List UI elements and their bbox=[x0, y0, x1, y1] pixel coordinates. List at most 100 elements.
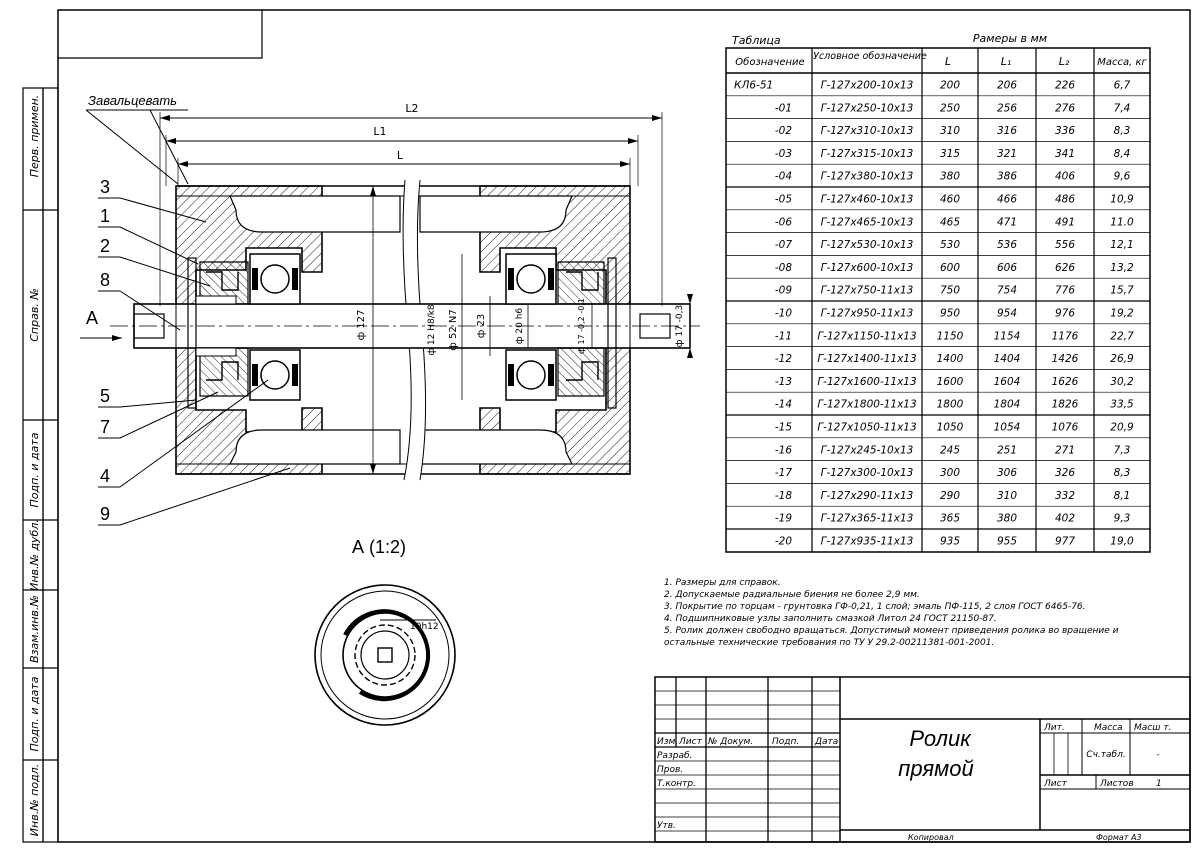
title-col-header: Подп. bbox=[772, 737, 799, 747]
dim-l1-label: L1 bbox=[373, 125, 386, 138]
title-col-header: Дата bbox=[814, 737, 838, 747]
table-cell: 1826 bbox=[1052, 399, 1079, 411]
table-cell: 336 bbox=[1055, 125, 1075, 137]
table-cell: 626 bbox=[1055, 262, 1075, 274]
roller-section-view: Завальцевать L2 L1 L ф 127 ф 1 bbox=[80, 93, 700, 526]
dia-12-label: ф 12 H8/k8 bbox=[427, 304, 437, 356]
side-stamp-label: Перв. примен. bbox=[28, 95, 41, 178]
table-cell: 332 bbox=[1055, 490, 1075, 502]
title-row-label: Пров. bbox=[657, 765, 683, 775]
table-cell: -08 bbox=[775, 262, 792, 274]
position-number: 1 bbox=[100, 206, 110, 226]
table-cell: 491 bbox=[1055, 216, 1075, 228]
position-number: 7 bbox=[100, 417, 110, 437]
table-cell: 271 bbox=[1055, 444, 1075, 456]
table-cell: Г-127x310-10x13 bbox=[821, 125, 914, 137]
table-cell: 7,3 bbox=[1114, 444, 1131, 456]
table-cell: -16 bbox=[775, 444, 792, 456]
title-row-label: Т.контр. bbox=[657, 779, 696, 789]
table-cell: 11.0 bbox=[1110, 216, 1134, 228]
table-cell: 1154 bbox=[994, 330, 1021, 342]
table-cell: -11 bbox=[775, 330, 792, 342]
table-cell: -14 bbox=[775, 399, 792, 411]
table-cell: КЛ6-51 bbox=[734, 80, 773, 92]
table-cell: 530 bbox=[940, 239, 960, 251]
table-cell: 10,9 bbox=[1110, 194, 1134, 206]
table-cell: 15,7 bbox=[1110, 285, 1134, 297]
sheets-label: Листов bbox=[1099, 779, 1134, 789]
sheet-label: Лист bbox=[1043, 779, 1068, 789]
table-cell: 341 bbox=[1055, 148, 1075, 160]
title-row-label: Разраб. bbox=[657, 751, 692, 761]
dia-127-label: ф 127 bbox=[356, 310, 367, 341]
format-label: Формат А3 bbox=[1096, 833, 1142, 842]
table-cell: 1404 bbox=[994, 353, 1021, 365]
table-cell: Г-127x290-11x13 bbox=[821, 490, 914, 502]
dia-20-label: ф 20 h6 bbox=[515, 308, 525, 345]
lit-header: Лит. bbox=[1043, 723, 1065, 733]
table-cell: 1050 bbox=[937, 422, 964, 434]
table-cell: 256 bbox=[997, 102, 1017, 114]
table-cell: 7,4 bbox=[1114, 102, 1131, 114]
title-col-header: Изм. bbox=[657, 737, 678, 747]
diameter-dimensions: ф 127 ф 12 H8/k8 ф 52 N7 ф 23 ф 20 h6 ф … bbox=[356, 186, 693, 474]
note-line: 4. Подшипниковые узлы заполнить смазкой … bbox=[664, 614, 997, 624]
position-number: 2 bbox=[100, 236, 110, 256]
left-hub-recess-lower bbox=[229, 429, 401, 465]
table-cell: Г-127x1600-11x13 bbox=[817, 376, 916, 388]
table-cell: 245 bbox=[940, 444, 960, 456]
side-stamp-label: Справ. № bbox=[28, 288, 41, 342]
end-view-a: А (1:2) 10h12 bbox=[314, 537, 456, 726]
table-cell: 20,9 bbox=[1110, 422, 1134, 434]
callout-label: Завальцевать bbox=[88, 93, 177, 108]
technical-notes: 1. Размеры для справок. 2. Допускаемые р… bbox=[664, 578, 1119, 648]
table-cell: 556 bbox=[1055, 239, 1075, 251]
table-cell: 13,2 bbox=[1110, 262, 1134, 274]
table-cell: -09 bbox=[775, 285, 792, 297]
section-dim-label: 10h12 bbox=[410, 622, 439, 632]
table-cell: Г-127x950-11x13 bbox=[821, 308, 914, 320]
table-cell: -20 bbox=[775, 536, 792, 548]
left-hub-recess bbox=[229, 195, 401, 233]
table-cell: 606 bbox=[997, 262, 1017, 274]
table-cell: Г-127x530-10x13 bbox=[821, 239, 914, 251]
table-cell: 1054 bbox=[994, 422, 1021, 434]
table-cell: 326 bbox=[1055, 467, 1075, 479]
table-cell: Г-127x460-10x13 bbox=[821, 194, 914, 206]
dim-l-label: L bbox=[397, 149, 404, 162]
table-cell: 6,7 bbox=[1114, 80, 1131, 92]
table-cell: 316 bbox=[997, 125, 1017, 137]
table-cell: 386 bbox=[997, 171, 1017, 183]
table-group-header: Рамеры в мм bbox=[973, 32, 1047, 45]
note-line: 5. Ролик должен свободно вращаться. Допу… bbox=[664, 626, 1119, 636]
table-cell: -03 bbox=[775, 148, 792, 160]
table-cell: 1626 bbox=[1052, 376, 1079, 388]
note-line: 2. Допускаемые радиальные биения не боле… bbox=[664, 590, 920, 600]
view-arrow-label: A bbox=[86, 308, 98, 328]
table-cell: -06 bbox=[775, 216, 792, 228]
table-cell: -07 bbox=[775, 239, 792, 251]
table-cell: 750 bbox=[940, 285, 960, 297]
table-cell: -02 bbox=[775, 125, 792, 137]
table-cell: 1800 bbox=[937, 399, 964, 411]
table-cell: 8,3 bbox=[1114, 125, 1131, 137]
table-cell: Г-127x1800-11x13 bbox=[817, 399, 916, 411]
table-cell: Г-127x600-10x13 bbox=[821, 262, 914, 274]
table-cell: 1426 bbox=[1052, 353, 1079, 365]
section-title: А (1:2) bbox=[352, 537, 406, 557]
table-cell: 466 bbox=[997, 194, 1017, 206]
position-number: 8 bbox=[100, 270, 110, 290]
table-cell: 22,7 bbox=[1110, 330, 1134, 342]
dimension-lines: L2 L1 L bbox=[159, 102, 663, 306]
table-cell: Г-127x1050-11x13 bbox=[817, 422, 916, 434]
table-cell: Г-127x1400-11x13 bbox=[817, 353, 916, 365]
table-header-cell: L₁ bbox=[1001, 55, 1012, 68]
left-bearing-lower bbox=[249, 349, 301, 401]
table-cell: -18 bbox=[775, 490, 792, 502]
table-cell: Г-127x935-11x13 bbox=[821, 536, 914, 548]
dia-17-label: ф 17 -0,2 -0,1 bbox=[577, 298, 586, 354]
table-cell: 251 bbox=[997, 444, 1017, 456]
right-hub-recess bbox=[419, 195, 573, 233]
note-line: 1. Размеры для справок. bbox=[664, 578, 781, 588]
